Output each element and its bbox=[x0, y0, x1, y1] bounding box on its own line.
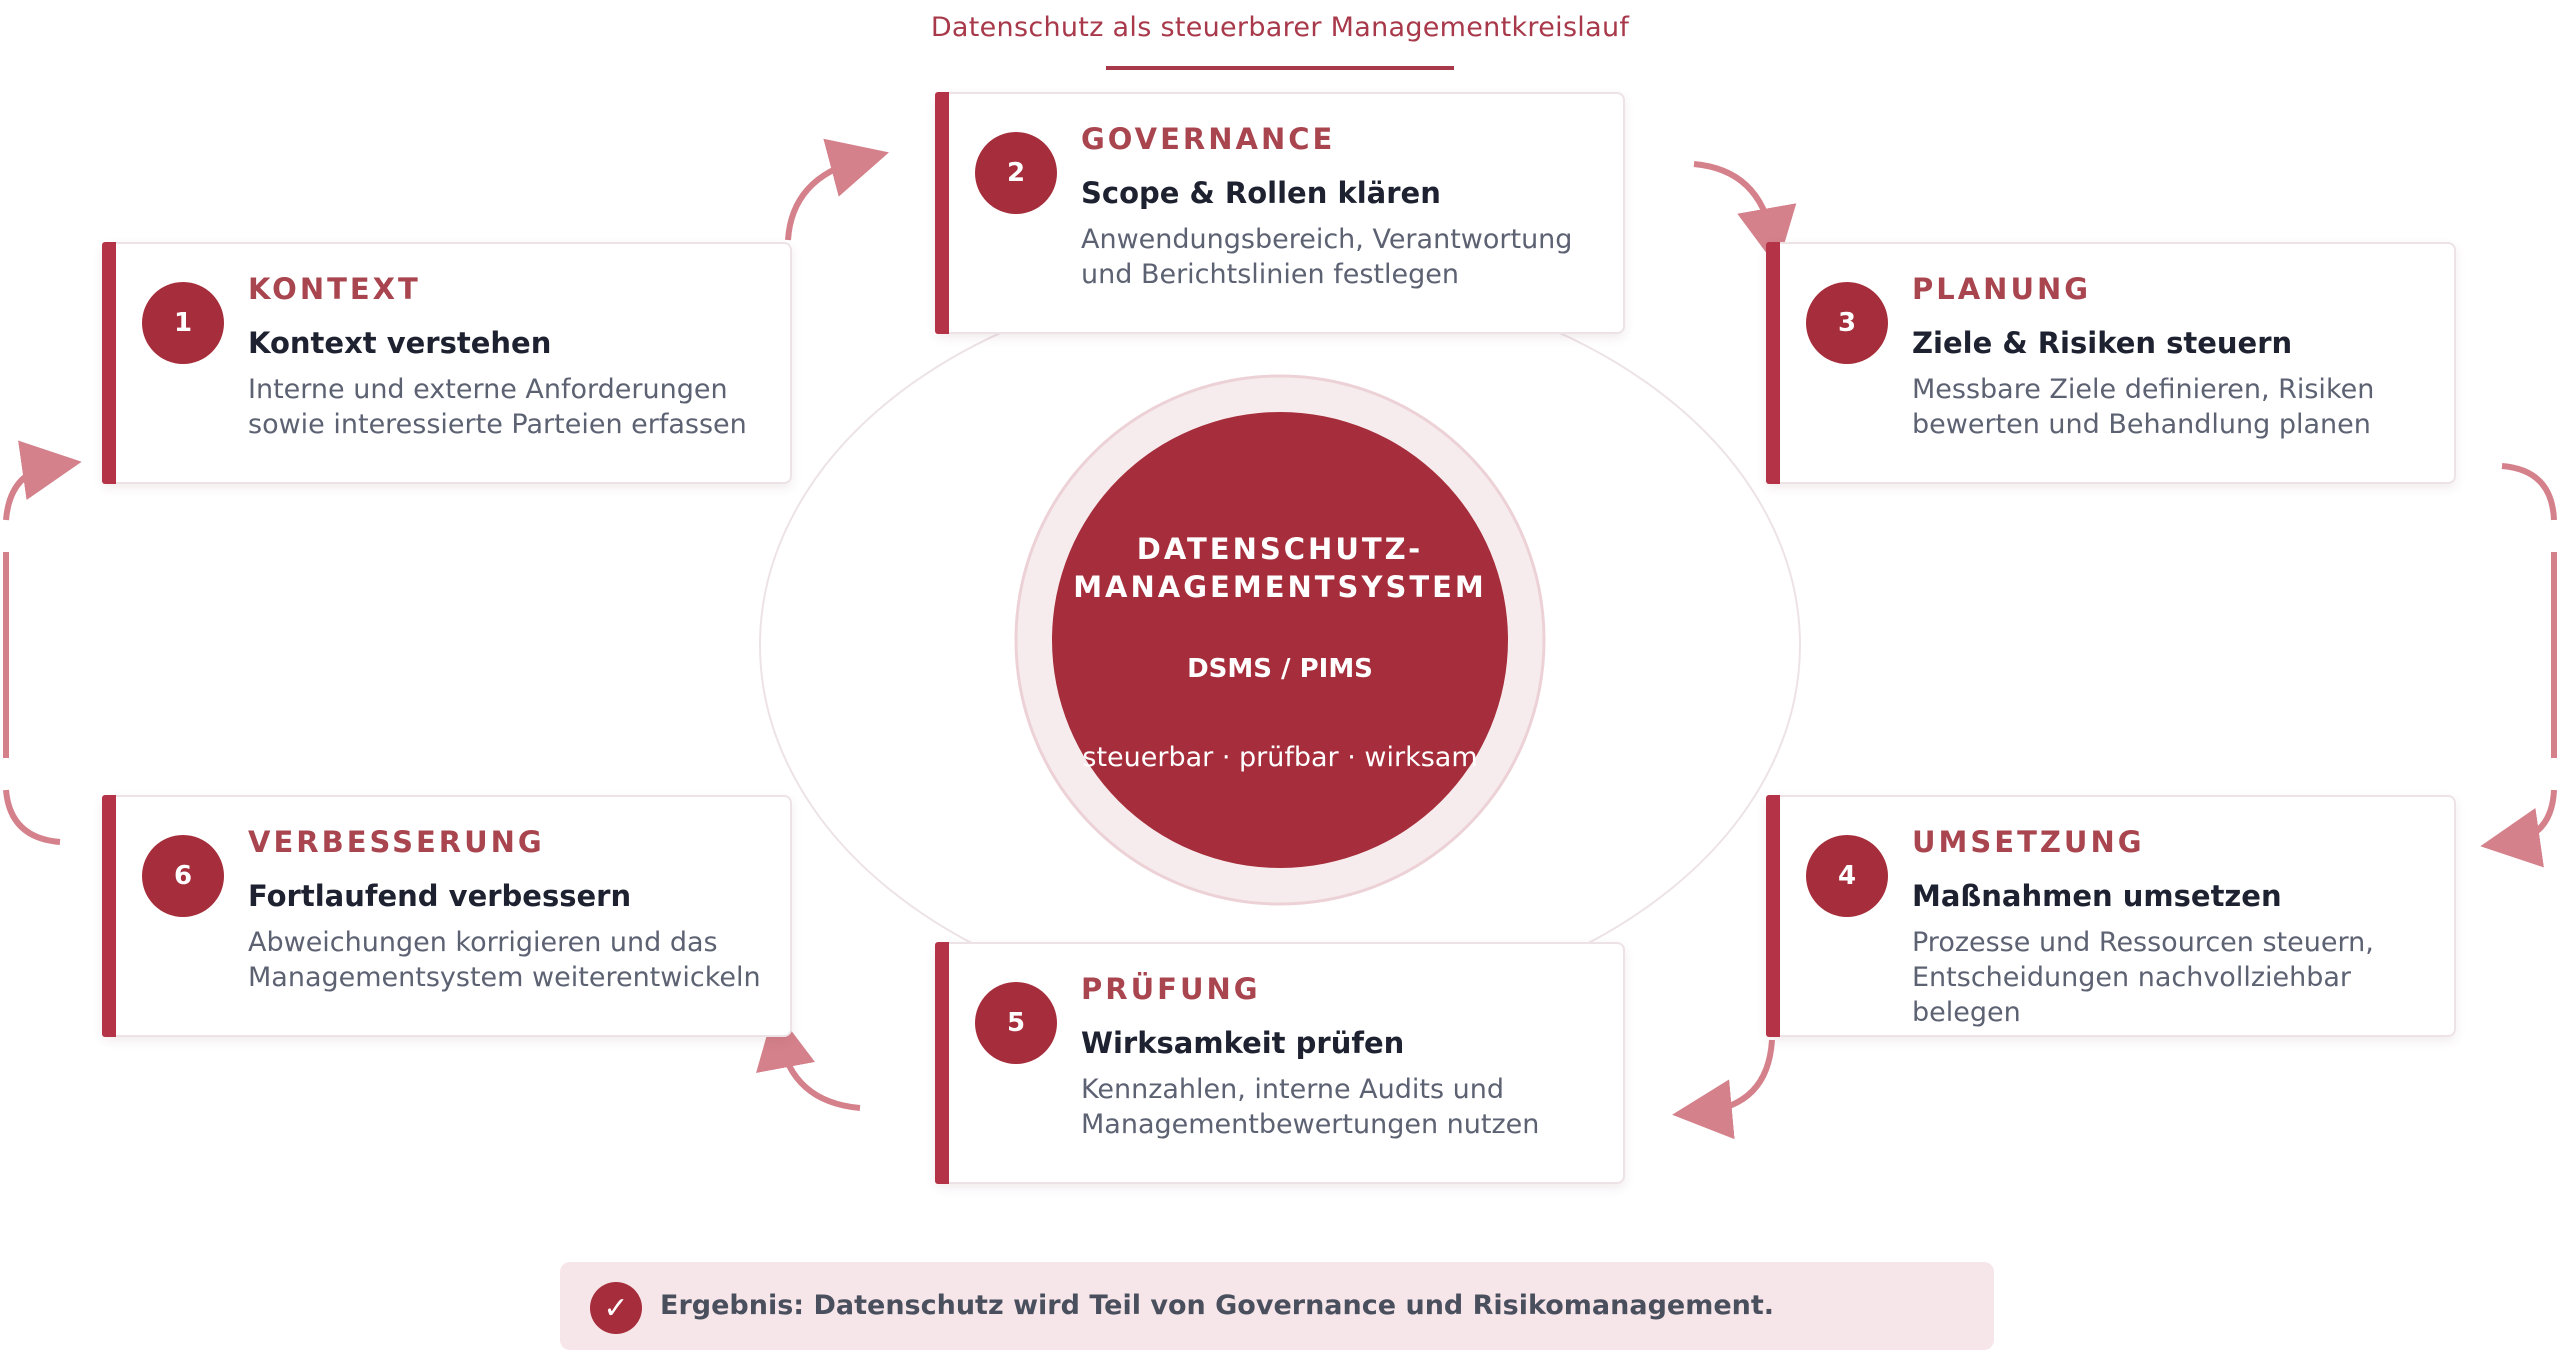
step-description: Interne und externe Anforderungen sowie … bbox=[248, 374, 747, 440]
card-accent-bar bbox=[935, 942, 949, 1184]
center-core bbox=[1052, 412, 1508, 868]
center-tagline: steuerbar · prüfbar · wirksam bbox=[1082, 742, 1478, 773]
arrow-3-to-4-bottom bbox=[2480, 789, 2557, 868]
arrow-3-to-4-top bbox=[2501, 463, 2557, 521]
step-card-umsetzung: 4 UMSETZUNG Maßnahmen umsetzen Prozesse … bbox=[1766, 795, 2456, 1037]
result-banner: ✓ Ergebnis: Datenschutz wird Teil von Go… bbox=[560, 1262, 1994, 1350]
center-title-line-1: DATENSCHUTZ- bbox=[1136, 532, 1424, 566]
step-kicker: PRÜFUNG bbox=[1081, 972, 1261, 1006]
step-kicker: UMSETZUNG bbox=[1912, 825, 2145, 859]
card-accent-bar bbox=[102, 795, 116, 1037]
step-description: Kennzahlen, interne Audits und Managemen… bbox=[1081, 1074, 1540, 1140]
step-card-verbesserung: 6 VERBESSERUNG Fortlaufend verbessern Ab… bbox=[102, 795, 792, 1037]
step-kicker: PLANUNG bbox=[1912, 272, 2092, 306]
step-card-planung: 3 PLANUNG Ziele & Risiken steuern Messba… bbox=[1766, 242, 2456, 484]
step-heading: Fortlaufend verbessern bbox=[248, 879, 632, 913]
step-number-badge: 1 bbox=[142, 282, 224, 364]
card-accent-bar bbox=[102, 242, 116, 484]
card-accent-bar bbox=[1766, 795, 1780, 1037]
step-heading: Maßnahmen umsetzen bbox=[1912, 879, 2282, 913]
checkmark-icon: ✓ bbox=[590, 1282, 642, 1334]
step-card-governance: 2 GOVERNANCE Scope & Rollen klären Anwen… bbox=[935, 92, 1625, 334]
step-number-badge: 6 bbox=[142, 835, 224, 917]
step-description: Anwendungsbereich, Verantwortung und Ber… bbox=[1081, 224, 1573, 290]
center-subtitle: DSMS / PIMS bbox=[1187, 654, 1373, 684]
step-heading: Wirksamkeit prüfen bbox=[1081, 1026, 1405, 1060]
center-title-line-2: MANAGEMENTSYSTEM bbox=[1073, 570, 1487, 604]
title-underline bbox=[1106, 66, 1454, 70]
step-number-badge: 3 bbox=[1806, 282, 1888, 364]
arrow-1-to-2 bbox=[785, 138, 889, 241]
step-number-badge: 2 bbox=[975, 132, 1057, 214]
arrow-6-to-1-top bbox=[3, 440, 82, 521]
arrow-6-to-1-bottom bbox=[3, 789, 61, 845]
step-heading: Kontext verstehen bbox=[248, 326, 552, 360]
step-number-badge: 4 bbox=[1806, 835, 1888, 917]
step-card-pruefung: 5 PRÜFUNG Wirksamkeit prüfen Kennzahlen,… bbox=[935, 942, 1625, 1184]
step-kicker: GOVERNANCE bbox=[1081, 122, 1336, 156]
step-description: Abweichungen korrigieren und das Managem… bbox=[248, 927, 761, 993]
step-heading: Ziele & Risiken steuern bbox=[1912, 326, 2293, 360]
card-accent-bar bbox=[1766, 242, 1780, 484]
step-kicker: KONTEXT bbox=[248, 272, 421, 306]
arrow-4-to-5 bbox=[1672, 1039, 1775, 1140]
step-number-badge: 5 bbox=[975, 982, 1057, 1064]
card-accent-bar bbox=[935, 92, 949, 334]
step-description: Messbare Ziele definieren, Risiken bewer… bbox=[1912, 374, 2375, 440]
step-description: Prozesse und Ressourcen steuern, Entsche… bbox=[1912, 927, 2374, 1028]
arrow-2-to-3 bbox=[1693, 161, 1797, 268]
result-text: Ergebnis: Datenschutz wird Teil von Gove… bbox=[660, 1290, 1775, 1321]
arrow-5-to-6 bbox=[756, 1008, 861, 1111]
step-kicker: VERBESSERUNG bbox=[248, 825, 545, 859]
step-heading: Scope & Rollen klären bbox=[1081, 176, 1441, 210]
step-card-kontext: 1 KONTEXT Kontext verstehen Interne und … bbox=[102, 242, 792, 484]
diagram-title: Datenschutz als steuerbarer Managementkr… bbox=[930, 12, 1630, 43]
center-title: DATENSCHUTZ- MANAGEMENTSYSTEM bbox=[1050, 530, 1510, 606]
